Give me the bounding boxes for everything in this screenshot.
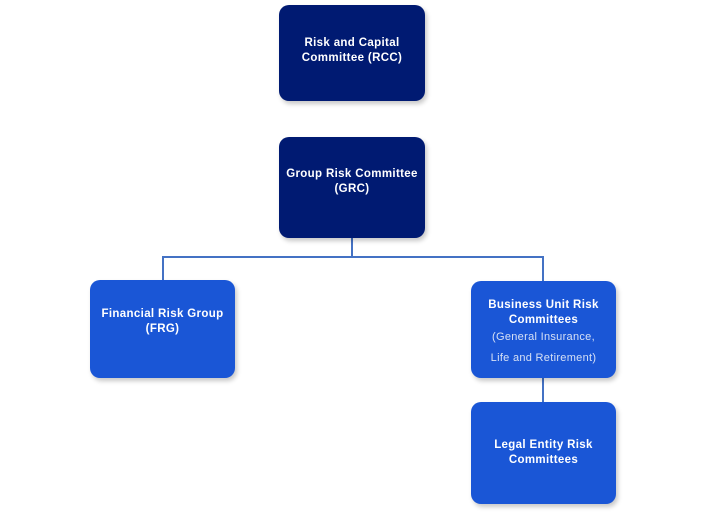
connector-burc-to-lerc	[542, 378, 544, 403]
node-title: Financial Risk Group (FRG)	[101, 308, 224, 335]
node-business-unit-risk-committees[interactable]: Business Unit Risk Committees (General I…	[471, 281, 616, 378]
node-group-risk-committee[interactable]: Group Risk Committee (GRC)	[279, 137, 425, 238]
connector-grc-branch-bar	[162, 256, 544, 258]
node-title: Group Risk Committee (GRC)	[286, 168, 418, 195]
connector-grc-to-burc	[542, 256, 544, 282]
node-legal-entity-risk-committees[interactable]: Legal Entity Risk Committees	[471, 402, 616, 504]
node-title: Risk and Capital Committee (RCC)	[301, 37, 403, 64]
node-financial-risk-group[interactable]: Financial Risk Group (FRG)	[90, 280, 235, 378]
connector-grc-stem	[351, 238, 353, 257]
connector-grc-to-frg	[162, 256, 164, 281]
node-subtitle: (General Insurance, Life and Retirement)	[490, 331, 597, 364]
node-title: Legal Entity Risk Committees	[494, 439, 593, 466]
node-title: Business Unit Risk Committees	[488, 299, 599, 326]
node-risk-and-capital-committee[interactable]: Risk and Capital Committee (RCC)	[279, 5, 425, 101]
